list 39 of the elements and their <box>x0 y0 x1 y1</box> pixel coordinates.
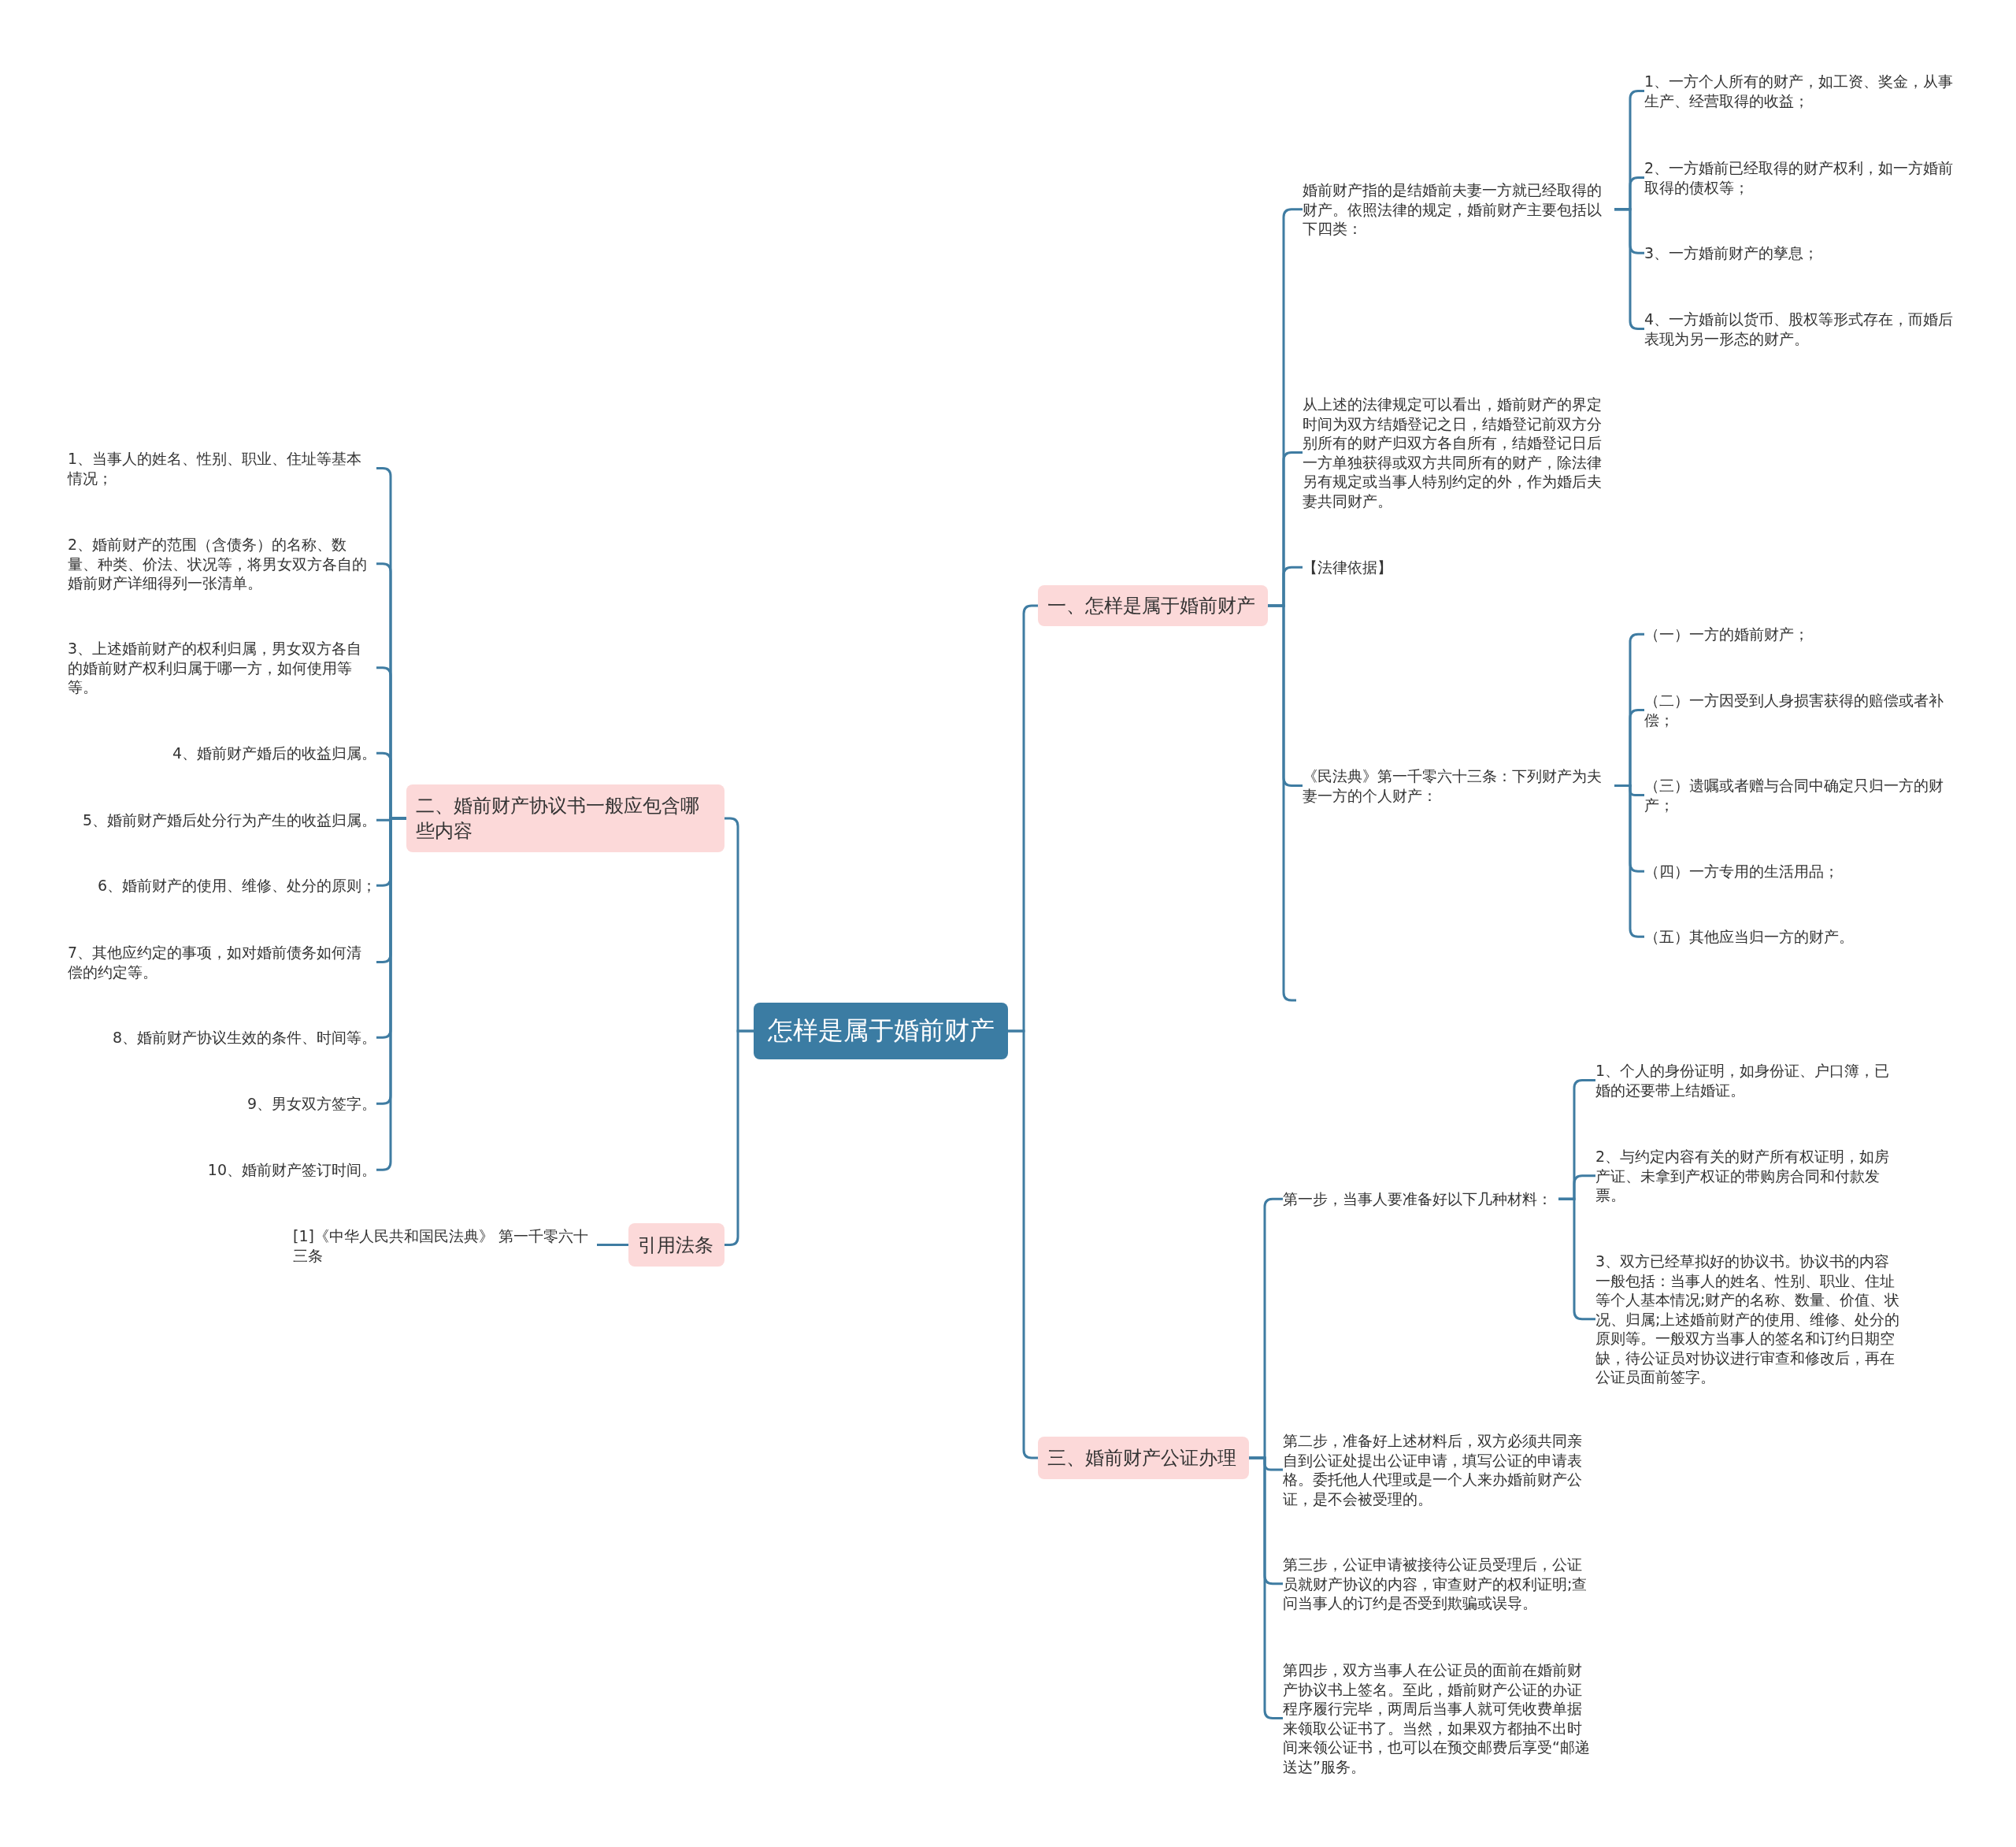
connector-line <box>1268 604 1303 787</box>
topic-text: 第一步，当事人要准备好以下几种材料： <box>1283 1189 1558 1209</box>
topic-text: （五）其他应当归一方的财产。 <box>1644 927 1959 947</box>
topic-text: 4、一方婚前以货币、股权等形式存在，而婚后表现为另一形态的财产。 <box>1644 310 1956 348</box>
branch-topic-box: 二、婚前财产协议书一般应包含哪些内容 <box>406 784 724 852</box>
topic-text: 从上述的法律规定可以看出，婚前财产的界定时间为双方结婚登记之日，结婚登记前双方分别所有的财产归双方各自所有，结婚登记日后一方单独获得或双方共同所有的财产，除法律另有规定或当事人特别约定的外，作为婚后夫妻共同财产。 <box>1303 395 1614 510</box>
topic-text: 《民法典》第一千零六十三条：下列财产为夫妻一方的个人财产： <box>1303 766 1614 805</box>
connector-line <box>376 817 406 1171</box>
topic-text: 【法律依据】 <box>1303 558 1614 577</box>
topic-text: （三）遗嘱或者赠与合同中确定只归一方的财产； <box>1644 776 1959 814</box>
topic-text: 2、婚前财产的范围（含债务）的名称、数量、种类、价法、状况等，将男女双方各自的婚前财产详细得列一张清单。 <box>68 535 376 593</box>
topic-text: [1]《中华人民共和国民法典》 第一千零六十三条 <box>293 1226 597 1265</box>
branch-topic-box: 引用法条 <box>628 1223 724 1267</box>
topic-text: 婚前财产指的是结婚前夫妻一方就已经取得的财产。依照法律的规定，婚前财产主要包括以下四类： <box>1303 180 1614 239</box>
topic-text: （二）一方因受到人身损害获得的赔偿或者补偿； <box>1644 691 1959 729</box>
topic-text: 5、婚前财产婚后处分行为产生的收益归属。 <box>82 810 376 830</box>
topic-text: 1、一方个人所有的财产，如工资、奖金，从事生产、经营取得的收益； <box>1644 72 1956 110</box>
topic-text: （四）一方专用的生活用品； <box>1644 862 1959 881</box>
branch-topic-box: 三、婚前财产公证办理 <box>1038 1437 1249 1479</box>
topic-text: 9、男女双方签字。 <box>246 1094 376 1114</box>
topic-text: 1、当事人的姓名、性别、职业、住址等基本情况； <box>68 449 376 488</box>
topic-text: 2、与约定内容有关的财产所有权证明，如房产证、未拿到产权证的带购房合同和付款发票。 <box>1595 1147 1904 1205</box>
topic-text: 3、上述婚前财产的权利归属，男女双方各自的婚前财产权利归属于哪一方，如何使用等等。 <box>68 639 376 697</box>
topic-text: 1、个人的身份证明，如身份证、户口簿，已婚的还要带上结婚证。 <box>1595 1061 1904 1100</box>
topic-text: 2、一方婚前已经取得的财产权利，如一方婚前取得的债权等； <box>1644 158 1956 197</box>
topic-text: 10、婚前财产签订时间。 <box>207 1160 376 1180</box>
topic-text: 3、双方已经草拟好的协议书。协议书的内容一般包括：当事人的姓名、性别、职业、住址等个人基本情况;财产的名称、数量、价值、状况、归属;上述婚前财产的使用、维修、处分的原则等。一般双方当事人的签名和订约日期空缺，待公证员对协议进行审查和修改后，再在公证员面前签字。 <box>1595 1252 1904 1387</box>
topic-text: 8、婚前财产协议生效的条件、时间等。 <box>112 1028 376 1048</box>
central-topic-box: 怎样是属于婚前财产 <box>754 1003 1008 1059</box>
topic-text: 4、婚前财产婚后的收益归属。 <box>172 744 376 763</box>
topic-text: 6、婚前财产的使用、维修、处分的原则； <box>97 876 376 896</box>
connector-line <box>597 1244 628 1246</box>
topic-text: 第二步，准备好上述材料后，双方必须共同亲自到公证处提出公证申请，填写公证的申请表格。委托他人代理或是一个人来办婚前财产公证，是不会被受理的。 <box>1283 1431 1592 1508</box>
branch-topic-box: 一、怎样是属于婚前财产 <box>1038 585 1268 626</box>
topic-text: 第三步，公证申请被接待公证员受理后，公证员就财产协议的内容，审查财产的权利证明;查问当事人的订约是否受到欺骗或误导。 <box>1283 1555 1592 1613</box>
topic-text: 3、一方婚前财产的孳息； <box>1644 243 1956 263</box>
topic-text: 第四步，双方当事人在公证员的面前在婚前财产协议书上签名。至此，婚前财产公证的办证程序履行完毕，两周后当事人就可凭收费单据来领取公证书了。当然，如果双方都抽不出时间来领公证书，也可以在预交邮费后享受“邮递送达”服务。 <box>1283 1660 1592 1776</box>
topic-text: （一）一方的婚前财产； <box>1644 625 1959 644</box>
topic-text: 7、其他应约定的事项，如对婚前债务如何清偿的约定等。 <box>68 943 376 981</box>
